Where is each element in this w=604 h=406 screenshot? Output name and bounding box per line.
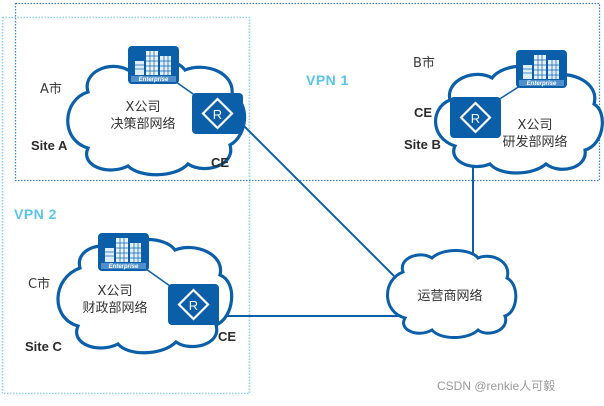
site-c-label: Site C [25, 339, 62, 354]
site-b-network-name: X公司 研发部网络 [490, 117, 580, 151]
link-site-a-to-isp [239, 121, 395, 277]
vpn1-group-boundary [14, 2, 601, 182]
site-a-network-line1: X公司 [125, 100, 161, 115]
cloud-isp-network [386, 249, 518, 339]
link-enterprise-a-to-ce [175, 81, 197, 97]
site-c-network-name: X公司 财政部网络 [70, 283, 160, 317]
site-a-label: Site A [31, 138, 68, 153]
router-letter-site-b: R [471, 111, 480, 126]
cloud-site-b [434, 64, 604, 175]
site-b-label: Site B [404, 137, 441, 152]
site-c-network-line1: X公司 [97, 284, 133, 299]
site-b-network-line1: X公司 [517, 118, 553, 133]
site-a-city: A市 [40, 82, 62, 97]
site-a-network-line2: 决策部网络 [110, 117, 176, 132]
site-c-ce-label: CE [218, 329, 237, 344]
site-b-city: B市 [413, 56, 435, 71]
vpn1-label: VPN 1 [306, 72, 349, 88]
site-a-ce-label: CE [211, 155, 230, 170]
link-enterprise-c-to-ce [145, 268, 171, 287]
site-c-city: C市 [28, 277, 51, 292]
site-b-network-line2: 研发部网络 [502, 135, 568, 150]
site-b-ce-label: CE [414, 105, 433, 120]
vpn2-label: VPN 2 [14, 206, 57, 222]
enterprise-label-site-a: Enterprise [139, 77, 169, 83]
vpn2-group-boundary [1, 16, 251, 395]
link-enterprise-b-to-ce [497, 85, 521, 101]
router-letter-site-c: R [189, 298, 198, 313]
site-c-network-line2: 财政部网络 [82, 301, 148, 316]
enterprise-label-site-b: Enterprise [527, 81, 557, 87]
router-letter-site-a: R [213, 107, 222, 122]
enterprise-label-site-c: Enterprise [109, 264, 139, 270]
isp-network-label: 运营商网络 [417, 289, 483, 304]
site-a-network-name: X公司 决策部网络 [98, 99, 188, 133]
watermark: CSDN @renkie人可毅 [437, 379, 556, 393]
